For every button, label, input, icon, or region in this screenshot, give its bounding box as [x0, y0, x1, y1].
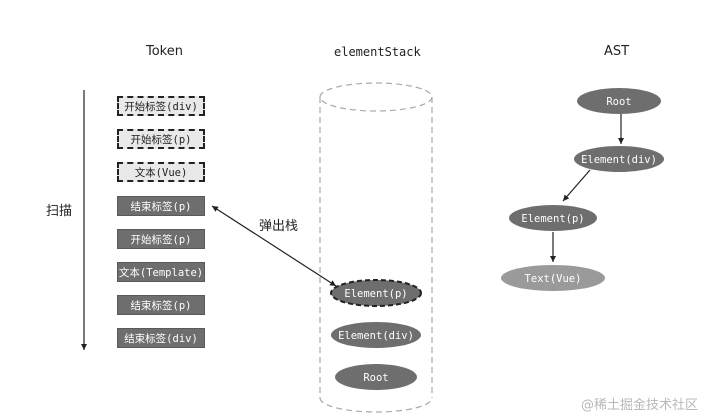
- token-column-title: Token: [146, 44, 183, 59]
- svg-text:Element(div): Element(div): [338, 330, 414, 342]
- svg-text:Text(Vue): Text(Vue): [525, 273, 582, 285]
- watermark: @稀土掘金技术社区: [580, 398, 698, 413]
- stack-item-root: Root: [335, 364, 417, 390]
- element-stack-cylinder: [319, 82, 433, 413]
- ast-node-element-div: Element(div): [574, 146, 664, 172]
- ast-node-element-p: Element(p): [509, 205, 597, 231]
- svg-text:Element(div): Element(div): [581, 154, 657, 166]
- svg-text:Root: Root: [363, 372, 388, 384]
- token-item: 结束标签(p): [117, 295, 205, 315]
- token-item: 开始标签(div): [117, 96, 205, 116]
- token-item: 文本(Template): [117, 262, 205, 282]
- token-item: 文本(Vue): [117, 162, 205, 182]
- stack-column-title: elementStack: [334, 45, 421, 59]
- ast-edge: [562, 169, 591, 202]
- pop-arrow: [211, 205, 337, 287]
- svg-text:Element(p): Element(p): [344, 288, 407, 300]
- scan-label: 扫描: [46, 204, 73, 219]
- stack-item-element-p: Element(p): [330, 279, 422, 307]
- svg-text:Element(p): Element(p): [521, 213, 584, 225]
- token-item: 开始标签(p): [117, 129, 205, 149]
- token-item: 开始标签(p): [117, 229, 205, 249]
- ast-node-text-vue: Text(Vue): [501, 265, 605, 291]
- ast-column-title: AST: [604, 44, 630, 59]
- token-item: 结束标签(p): [117, 196, 205, 216]
- ast-node-root: Root: [577, 88, 661, 114]
- token-item: 结束标签(div): [117, 328, 205, 348]
- svg-text:Root: Root: [606, 96, 631, 108]
- stack-item-element-div: Element(div): [331, 322, 421, 348]
